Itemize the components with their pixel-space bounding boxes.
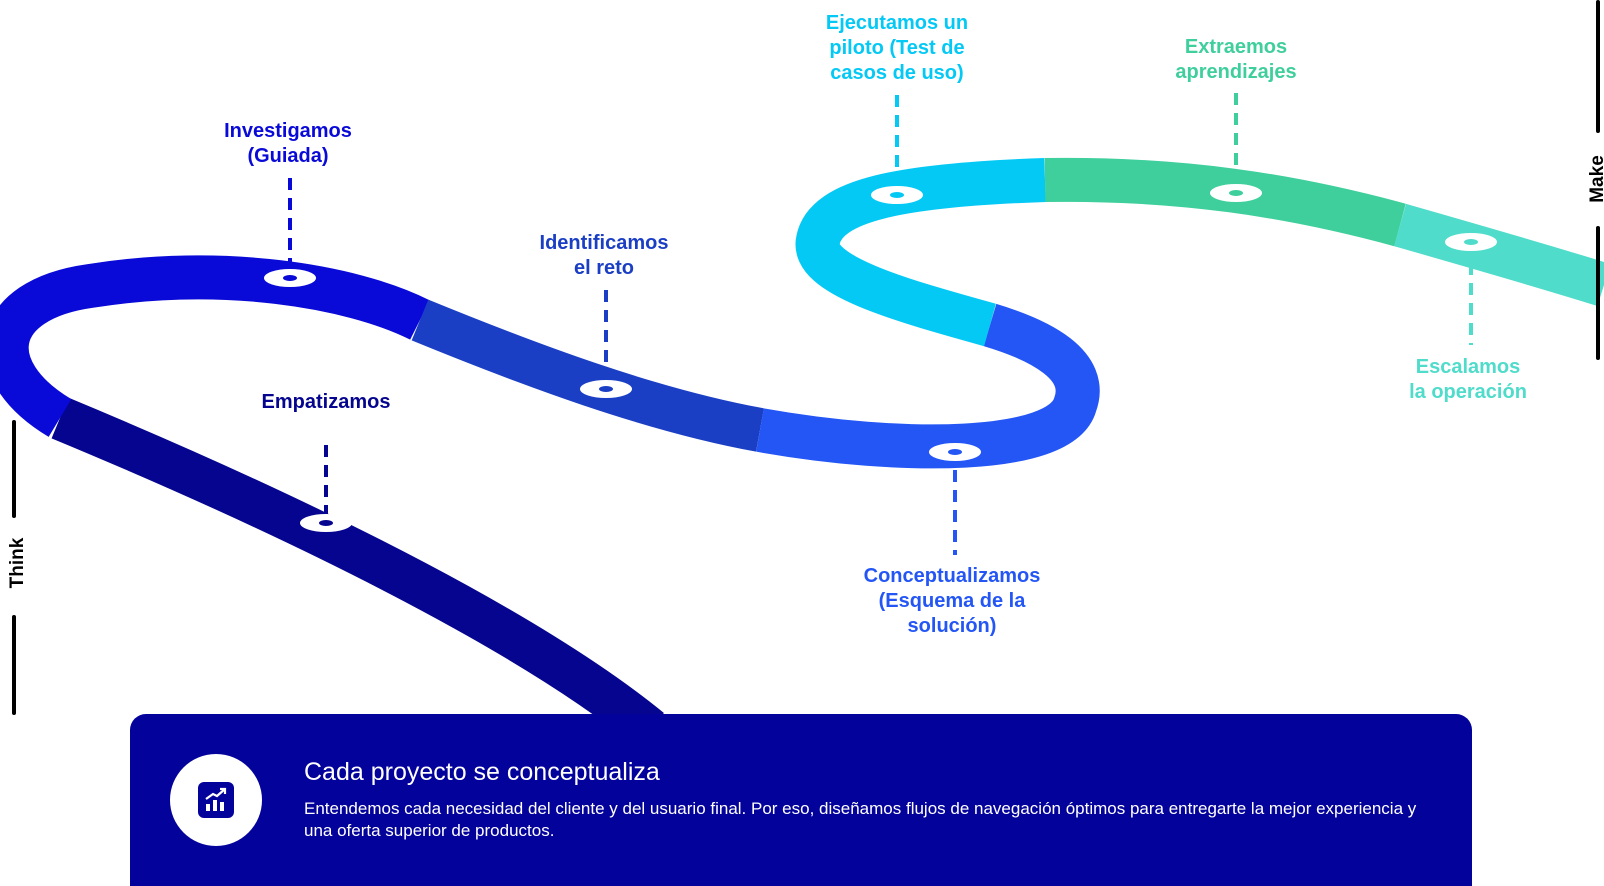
road-segment-conceptualizamos bbox=[756, 303, 1100, 469]
marker-identificamos bbox=[580, 380, 632, 398]
make-line-bottom bbox=[1596, 226, 1600, 360]
step-label-empatizamos: Empatizamos bbox=[261, 391, 391, 413]
think-label: Think bbox=[7, 537, 28, 589]
marker-escalamos bbox=[1445, 233, 1497, 251]
step-label-conceptualizamos: Conceptualizamos (Esquema de la solución… bbox=[863, 565, 1041, 637]
card-description: Entendemos cada necesidad del cliente y … bbox=[304, 799, 1417, 840]
marker-investigamos bbox=[264, 269, 316, 287]
think-line-bottom bbox=[12, 615, 16, 715]
road-segment-escalamos bbox=[1393, 203, 1604, 306]
make-line-top bbox=[1596, 0, 1600, 133]
road-segment-identificamos bbox=[411, 299, 764, 452]
road-segment-empatizamos bbox=[51, 397, 664, 748]
road-segment-ejecutamos bbox=[795, 158, 1046, 347]
card-icon-circle bbox=[170, 754, 262, 846]
think-line-top bbox=[12, 420, 16, 518]
info-card: Cada proyecto se conceptualiza Entendemo… bbox=[130, 714, 1472, 886]
marker-conceptualizamos bbox=[929, 443, 981, 461]
marker-extraemos bbox=[1210, 184, 1262, 202]
road-segment-investigamos bbox=[0, 255, 430, 437]
marker-ejecutamos bbox=[871, 186, 923, 204]
card-title: Cada proyecto se conceptualiza bbox=[304, 758, 660, 786]
marker-empatizamos bbox=[300, 514, 352, 532]
step-label-ejecutamos: Ejecutamos un piloto (Test de casos de u… bbox=[825, 12, 969, 84]
make-label: Make bbox=[1587, 155, 1604, 203]
step-label-investigamos: Investigamos (Guiada) bbox=[224, 120, 352, 167]
step-label-identificamos: Identificamos el reto bbox=[539, 232, 669, 279]
step-label-escalamos: Escalamos la operación bbox=[1409, 356, 1527, 403]
chart-growth-icon bbox=[198, 782, 234, 818]
step-label-extraemos: Extraemos aprendizajes bbox=[1175, 36, 1297, 83]
